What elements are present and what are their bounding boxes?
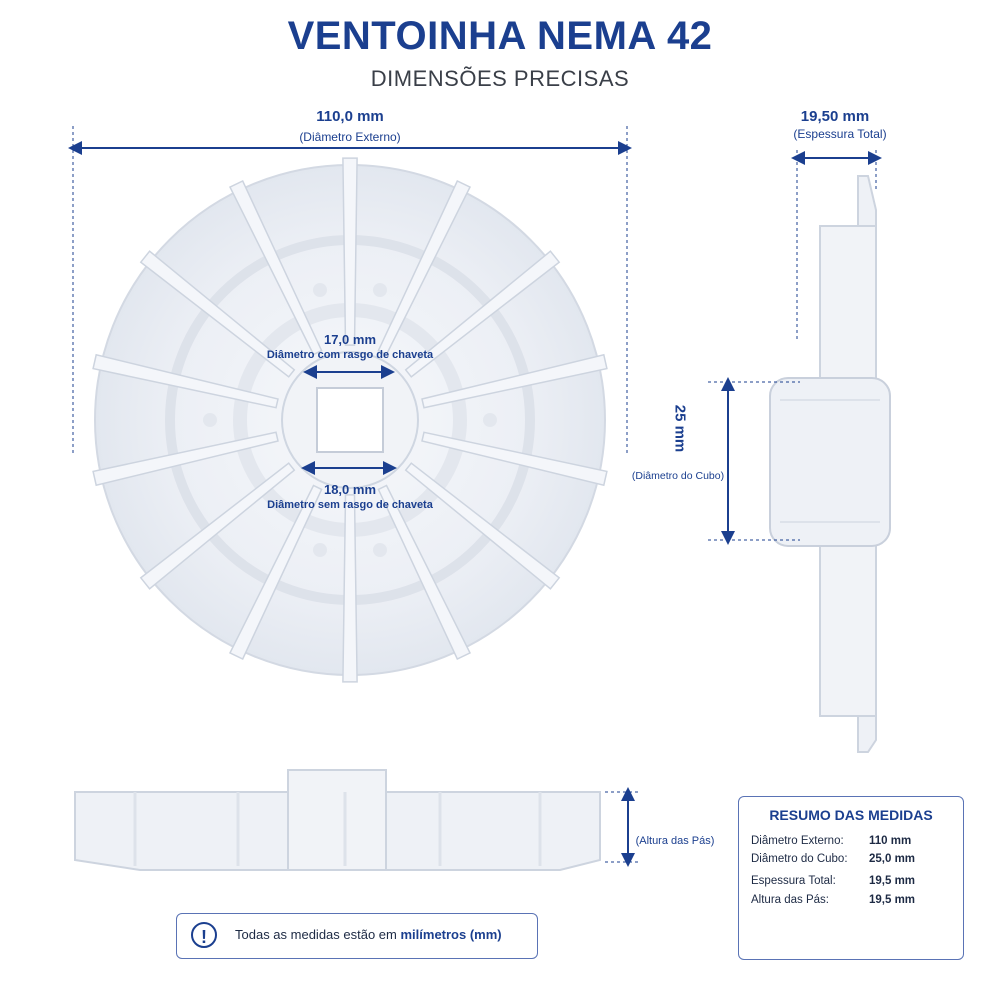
- hub-bottom: [287, 769, 387, 871]
- fan-blade: [139, 250, 296, 378]
- page-title: VENTOINHA NEMA 42: [287, 14, 713, 58]
- exclamation-icon: !: [191, 922, 217, 948]
- fan-blade: [377, 179, 472, 356]
- fan-blade: [404, 250, 561, 378]
- outer-diameter-label: (Diâmetro Externo): [299, 130, 401, 144]
- thickness-value: 19,50 mm: [800, 108, 870, 125]
- bore-keyway-value: 17,0 mm: [323, 332, 377, 347]
- bore-keyway-label: Diâmetro com rasgo de chaveta: [266, 349, 434, 361]
- fan-blade: [421, 431, 608, 487]
- fan-blade: [377, 484, 472, 661]
- fan-bottom-view: [74, 769, 601, 871]
- fan-blades: [92, 157, 608, 683]
- blade-height-label: (Altura das Pás): [635, 835, 715, 847]
- hub-diameter-value: 25 mm: [671, 404, 689, 453]
- hub-side: [769, 377, 891, 547]
- bore-plain-value: 18,0 mm: [323, 482, 377, 497]
- fan-blade: [228, 484, 323, 661]
- thickness-label: (Espessura Total): [793, 127, 887, 141]
- fan-blade: [421, 353, 608, 409]
- fan-blade: [404, 462, 561, 590]
- fan-blade: [228, 179, 323, 356]
- summary-box: RESUMO DAS MEDIDAS Diâmetro Externo: 110…: [738, 796, 964, 960]
- units-note: ! Todas as medidas estão em milímetros (…: [176, 913, 538, 959]
- fan-side-view: [769, 175, 891, 753]
- units-note-text: Todas as medidas estão em milímetros (mm…: [235, 927, 502, 942]
- page-subtitle: DIMENSÕES PRECISAS: [370, 66, 630, 91]
- fan-blade: [342, 494, 358, 683]
- hub-diameter-label: (Diâmetro do Cubo): [631, 470, 725, 482]
- fan-front-view: [92, 157, 608, 683]
- outer-diameter-value: 110,0 mm: [316, 108, 384, 125]
- fan-bore: [316, 387, 384, 453]
- bore-plain-label: Diâmetro sem rasgo de chaveta: [267, 499, 433, 511]
- fan-blade: [92, 353, 279, 409]
- summary-title: RESUMO DAS MEDIDAS: [769, 807, 933, 823]
- fan-blade: [342, 157, 358, 346]
- fan-blade: [92, 431, 279, 487]
- fan-blade: [139, 462, 296, 590]
